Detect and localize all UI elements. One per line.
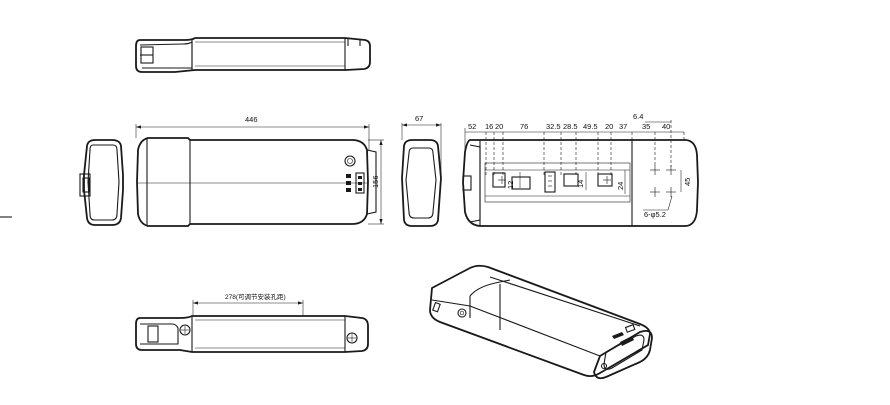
dim-label: 32.5 xyxy=(546,122,561,131)
dim-label: 52 xyxy=(468,122,476,131)
dim-label: 35 xyxy=(642,122,650,131)
width-dimension-label: 67 xyxy=(415,114,423,123)
dim-label-vertical: 24 xyxy=(616,182,625,190)
isometric-view xyxy=(429,264,653,380)
bottom-view xyxy=(462,120,699,227)
dim-label-vertical: 14 xyxy=(576,180,585,188)
dim-label: 20 xyxy=(605,122,613,131)
dim-label: 28.5 xyxy=(563,122,578,131)
front-view xyxy=(135,124,384,227)
dim-label: 49.5 xyxy=(583,122,598,131)
dim-label-vertical: 12 xyxy=(506,181,515,189)
dim-label: 40 xyxy=(662,122,670,131)
dim-label-vertical: 45 xyxy=(683,178,692,186)
bottom-view-dimension-labels: 52 16 20 76 32.5 28.5 49.5 20 37 35 40 6… xyxy=(468,112,692,219)
length-dimension-label: 446 xyxy=(245,115,258,124)
top-view xyxy=(135,37,371,73)
dim-label-small: 6.4 xyxy=(633,112,643,121)
dim-label: 20 xyxy=(495,122,503,131)
right-end-view xyxy=(401,123,442,227)
dim-label: 16 xyxy=(485,122,493,131)
height-dimension-label: 156 xyxy=(371,175,380,188)
dim-label: 76 xyxy=(520,122,528,131)
left-end-view xyxy=(79,139,124,226)
side-length-note-label: 278(可调节安装孔距) xyxy=(225,292,286,301)
dim-label: 37 xyxy=(619,122,627,131)
side-view xyxy=(135,300,369,353)
hole-note-label: 6-φ5.2 xyxy=(644,210,666,219)
